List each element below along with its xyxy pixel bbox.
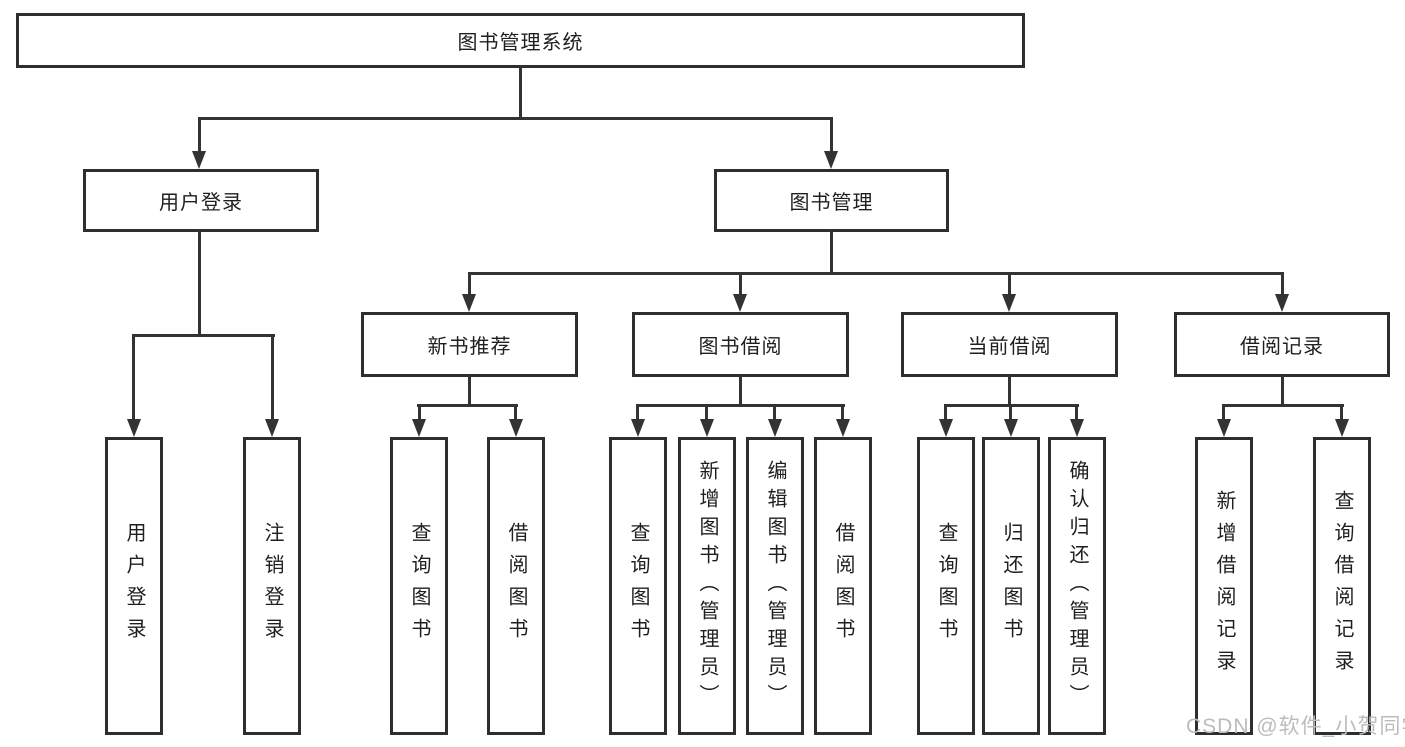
arrow-down-icon xyxy=(412,419,426,437)
connector-drop-bookborrow xyxy=(739,272,742,298)
node-book-management: 图书管理 xyxy=(714,169,949,232)
connector-bookmgmt-stem xyxy=(830,230,833,275)
connector-drop-leaf xyxy=(1340,404,1343,422)
leaf-edit-book-admin: 编辑图书（管理员） xyxy=(746,437,804,735)
arrow-down-icon xyxy=(127,419,141,437)
connector-group-stem xyxy=(1008,375,1011,406)
connector-group-stem xyxy=(739,375,742,406)
arrow-down-icon xyxy=(1275,294,1289,312)
connector-drop-leaf xyxy=(705,404,708,422)
connector-drop-newbook xyxy=(468,272,471,298)
connector-drop-leaf xyxy=(132,334,135,421)
leaf-add-book-admin: 新增图书（管理员） xyxy=(678,437,736,735)
node-current-borrow: 当前借阅 xyxy=(901,312,1118,377)
leaf-query-book-current: 查询图书 xyxy=(917,437,975,735)
connector-drop-leaf xyxy=(271,334,274,421)
leaf-user-login: 用户登录 xyxy=(105,437,163,735)
arrow-down-icon xyxy=(939,419,953,437)
node-borrow-records: 借阅记录 xyxy=(1174,312,1390,377)
arrow-down-icon xyxy=(1004,419,1018,437)
connector-group-split xyxy=(1222,404,1344,407)
connector-drop-leaf xyxy=(944,404,947,422)
arrow-down-icon xyxy=(1335,419,1349,437)
arrow-down-icon xyxy=(265,419,279,437)
connector-drop-user-login xyxy=(198,117,201,155)
arrow-down-icon xyxy=(462,294,476,312)
leaf-query-borrow-record: 查询借阅记录 xyxy=(1313,437,1371,735)
connector-drop-book-mgmt xyxy=(830,117,833,155)
arrow-down-icon xyxy=(1217,419,1231,437)
leaf-borrow-book: 借阅图书 xyxy=(814,437,872,735)
connector-group-split xyxy=(417,404,518,407)
leaf-logout: 注销登录 xyxy=(243,437,301,735)
leaf-add-borrow-record: 新增借阅记录 xyxy=(1195,437,1253,735)
leaf-return-book: 归还图书 xyxy=(982,437,1040,735)
arrow-down-icon xyxy=(631,419,645,437)
leaf-query-book-recommend: 查询图书 xyxy=(390,437,448,735)
node-book-borrow: 图书借阅 xyxy=(632,312,849,377)
leaf-query-book-borrow: 查询图书 xyxy=(609,437,667,735)
connector-drop-leaf xyxy=(1075,404,1078,422)
node-user-login: 用户登录 xyxy=(83,169,319,232)
connector-drop-leaf xyxy=(1222,404,1225,422)
connector-root-split xyxy=(198,117,833,120)
arrow-down-icon xyxy=(1002,294,1016,312)
connector-drop-leaf xyxy=(418,404,421,422)
arrow-down-icon xyxy=(836,419,850,437)
arrow-down-icon xyxy=(1070,419,1084,437)
arrow-down-icon xyxy=(509,419,523,437)
connector-userlogin-stem xyxy=(198,230,201,336)
connector-drop-borrowrecords xyxy=(1281,272,1284,298)
connector-group-stem xyxy=(468,375,471,406)
connector-root-stem xyxy=(519,66,522,120)
arrow-down-icon xyxy=(733,294,747,312)
connector-drop-leaf xyxy=(514,404,517,422)
arrow-down-icon xyxy=(824,151,838,169)
connector-drop-leaf xyxy=(1009,404,1012,422)
connector-drop-leaf xyxy=(773,404,776,422)
connector-userlogin-split xyxy=(132,334,275,337)
arrow-down-icon xyxy=(700,419,714,437)
connector-drop-leaf xyxy=(841,404,844,422)
connector-drop-leaf xyxy=(636,404,639,422)
arrow-down-icon xyxy=(768,419,782,437)
node-root: 图书管理系统 xyxy=(16,13,1025,68)
connector-bookmgmt-split xyxy=(468,272,1284,275)
leaf-borrow-book-recommend: 借阅图书 xyxy=(487,437,545,735)
connector-group-stem xyxy=(1281,375,1284,406)
arrow-down-icon xyxy=(192,151,206,169)
watermark: CSDN @软件_小贺同学 xyxy=(1186,715,1405,738)
node-new-book-recommend: 新书推荐 xyxy=(361,312,578,377)
connector-drop-currentborrow xyxy=(1008,272,1011,298)
connector-group-split xyxy=(636,404,845,407)
leaf-confirm-return-admin: 确认归还（管理员） xyxy=(1048,437,1106,735)
